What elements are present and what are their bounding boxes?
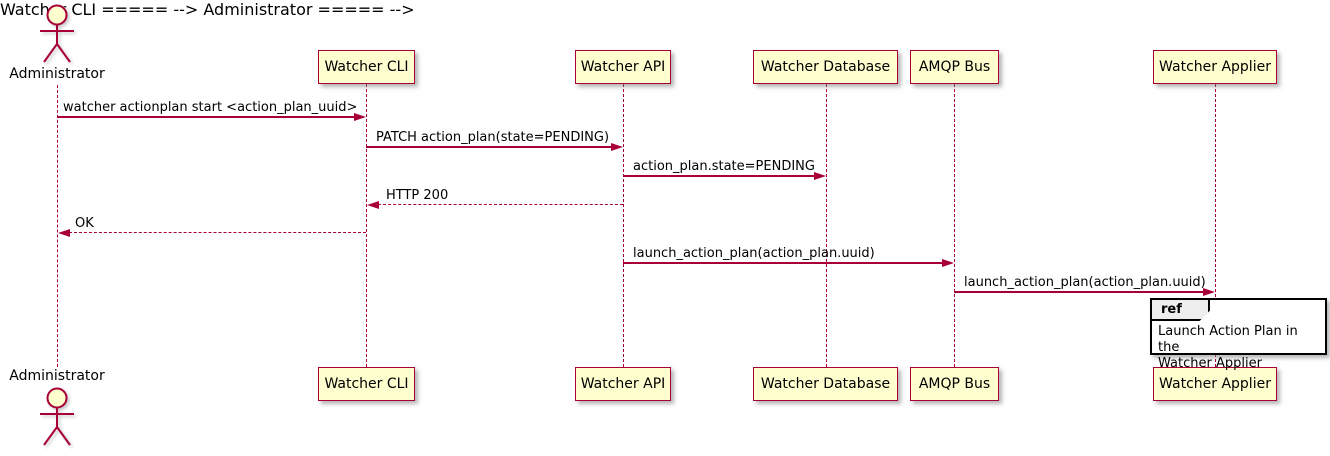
arrowhead-right-icon [354,112,366,121]
arrowhead-right-icon [814,171,826,180]
ref-keyword: ref [1152,300,1210,321]
actor-icon [40,4,74,63]
participant-amqp-bus-top: AMQP Bus [910,50,999,84]
lifeline-watcher-applier [1215,84,1216,367]
arrowhead-right-icon [942,258,954,267]
actor-icon [40,387,74,446]
participant-watcher-cli-bottom: Watcher CLI [318,367,415,401]
message-line [69,232,366,233]
message-line [954,291,1206,293]
participant-watcher-database-bottom: Watcher Database [753,367,898,401]
message-label-state-pending: action_plan.state=PENDING [633,159,815,174]
message-line [366,146,614,148]
arrowhead-left-icon [367,200,379,209]
arrowhead-right-icon [611,142,623,151]
message-line [378,204,623,205]
participant-watcher-cli-top: Watcher CLI [318,50,415,84]
actor-label-top: Administrator [9,66,105,82]
participant-watcher-applier-top: Watcher Applier [1153,50,1277,84]
lifeline-watcher-cli [366,84,367,367]
message-line [623,175,817,177]
participant-watcher-api-bottom: Watcher API [575,367,671,401]
arrowhead-right-icon [1203,287,1215,296]
message-label-launch-action-plan-bus: launch_action_plan(action_plan.uuid) [964,275,1206,290]
participant-watcher-database-top: Watcher Database [753,50,898,84]
arrowhead-left-icon [58,228,70,237]
message-label-launch-action-plan-api: launch_action_plan(action_plan.uuid) [633,246,875,261]
ref-fragment: ref Launch Action Plan in the Watcher Ap… [1150,298,1327,371]
message-line [623,262,945,264]
lifeline-watcher-api [623,84,624,367]
lifeline-administrator [57,85,58,367]
participant-amqp-bus-bottom: AMQP Bus [910,367,999,401]
ref-text-line1: Launch Action Plan in the [1158,324,1298,355]
message-label-patch-action-plan: PATCH action_plan(state=PENDING) [376,130,610,145]
actor-label-bottom: Administrator [9,368,105,384]
lifeline-amqp-bus [954,84,955,367]
message-label-ok: OK [75,216,94,231]
message-label-http-200: HTTP 200 [386,188,449,203]
participant-watcher-applier-bottom: Watcher Applier [1153,367,1277,401]
participant-watcher-api-top: Watcher API [575,50,671,84]
ref-text: Launch Action Plan in the Watcher Applie… [1158,324,1321,372]
ref-text-line2: Watcher Applier [1158,356,1262,371]
message-label-actionplan-start: watcher actionplan start <action_plan_uu… [63,100,358,115]
message-line [57,116,357,118]
lifeline-watcher-database [826,84,827,367]
